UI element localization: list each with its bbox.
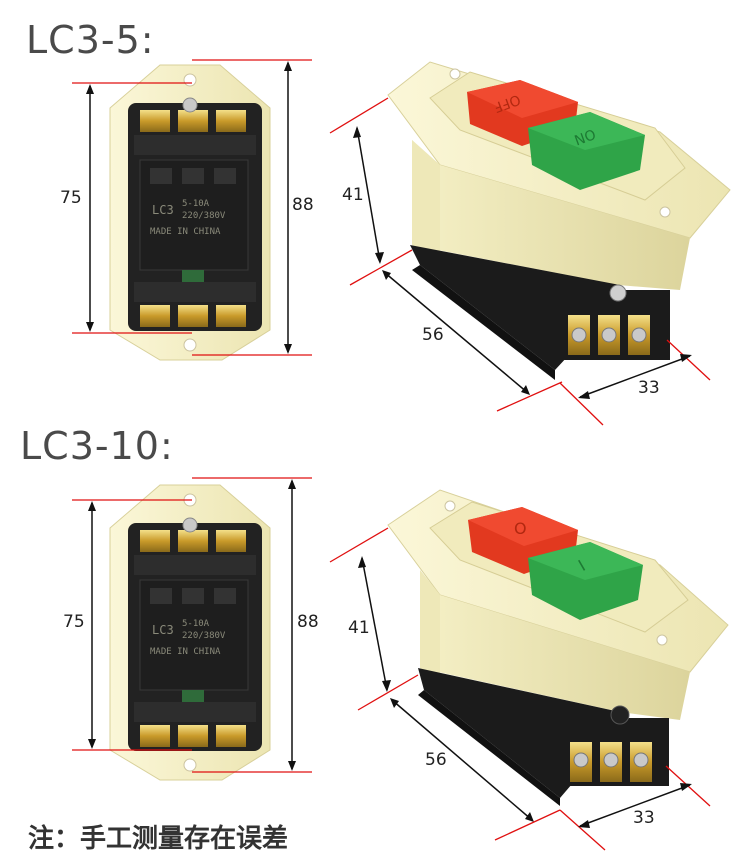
front-voltage: 220/380V xyxy=(182,211,226,221)
dim-88-bottom: 88 xyxy=(297,612,319,632)
front-voltage-2: 220/380V xyxy=(182,631,226,641)
front-view-lc3-5: LC3 5-10A 220/380V MADE IN CHINA xyxy=(109,64,271,361)
front-marking: LC3 xyxy=(152,203,174,217)
side-dimensions-lc3-10 xyxy=(329,527,711,851)
on-button-label: ON xyxy=(572,125,598,147)
dim-88-top: 88 xyxy=(292,195,314,215)
front-origin-2: MADE IN CHINA xyxy=(150,647,221,657)
off-button-label-2: O xyxy=(514,519,527,538)
side-view-lc3-10: O I xyxy=(387,489,729,806)
model-label-lc3-5: LC3-5: xyxy=(26,18,155,62)
front-dimensions-lc3-5 xyxy=(72,59,312,356)
dim-41-bottom: 41 xyxy=(348,618,370,638)
dim-33-bottom: 33 xyxy=(633,808,655,828)
dim-56-top: 56 xyxy=(422,325,444,345)
front-marking-2: LC3 xyxy=(152,623,174,637)
front-view-lc3-10: LC3 5-10A 220/380V MADE IN CHINA xyxy=(109,484,271,781)
dim-56-bottom: 56 xyxy=(425,750,447,770)
side-dimensions-lc3-5 xyxy=(329,97,711,426)
side-view-lc3-5: OFF ON xyxy=(387,61,731,380)
dim-41-top: 41 xyxy=(342,185,364,205)
dim-75-top: 75 xyxy=(60,188,82,208)
model-label-lc3-10: LC3-10: xyxy=(20,424,174,468)
dim-75-bottom: 75 xyxy=(63,612,85,632)
dim-33-top: 33 xyxy=(638,378,660,398)
measurement-note: 注：手工测量存在误差 xyxy=(28,824,289,854)
front-origin: MADE IN CHINA xyxy=(150,227,221,237)
front-dimensions-lc3-10 xyxy=(72,477,312,773)
front-rating-2: 5-10A xyxy=(182,619,210,629)
front-rating: 5-10A xyxy=(182,199,210,209)
